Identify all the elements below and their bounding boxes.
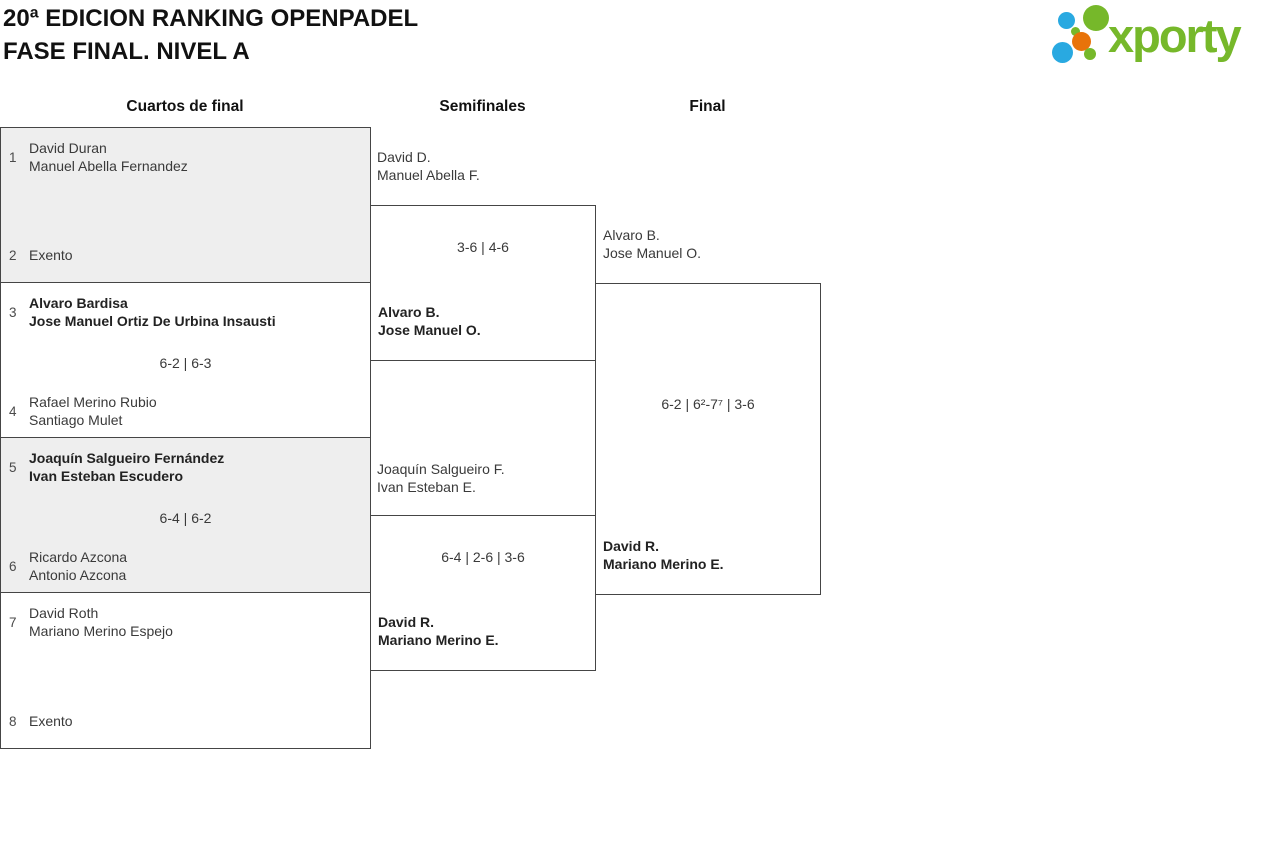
team-names: Rafael Merino Rubio Santiago Mulet [29, 393, 157, 429]
seed-number: 5 [9, 459, 17, 475]
player-name: Ivan Esteban E. [377, 479, 476, 495]
seed-number: 6 [9, 558, 17, 574]
qf3-match-box: 5 Joaquín Salgueiro Fernández Ivan Esteb… [0, 437, 371, 593]
player-name: Manuel Abella F. [377, 167, 480, 183]
player-name: Mariano Merino E. [603, 556, 724, 572]
player-name: David D. [377, 149, 431, 165]
match-score: 6-4 | 2-6 | 3-6 [441, 549, 525, 565]
seed-number: 3 [9, 304, 17, 320]
logo-dot-icon [1071, 27, 1080, 36]
team-row: 7 David Roth Mariano Merino Espejo [9, 604, 173, 640]
xporty-logo[interactable]: xporty [1048, 4, 1280, 68]
team-row: 2 Exento [9, 246, 73, 264]
player-name: David Duran [29, 140, 107, 156]
logo-dot-icon [1058, 12, 1075, 29]
page-title-line1: 20ª EDICION RANKING OPENPADEL [3, 5, 419, 32]
seed-number: 7 [9, 614, 17, 630]
player-name: Exento [29, 713, 73, 729]
page-title-line2: FASE FINAL. NIVEL A [3, 38, 250, 65]
seed-number: 1 [9, 149, 17, 165]
team-names: Exento [29, 712, 73, 730]
sf2-top-team: Joaquín Salgueiro F. Ivan Esteban E. [377, 460, 505, 496]
round-header-final: Final [689, 98, 726, 115]
team-names: David Duran Manuel Abella Fernandez [29, 139, 188, 175]
sf1-top-team: David D. Manuel Abella F. [377, 148, 480, 184]
player-name: Antonio Azcona [29, 567, 127, 583]
player-name: Rafael Merino Rubio [29, 394, 157, 410]
round-header-cuartos-de-final: Cuartos de final [126, 98, 244, 115]
seed-number: 8 [9, 713, 17, 729]
player-name: Manuel Abella Fernandez [29, 158, 188, 174]
match-score: 6-2 | 6-3 [159, 355, 212, 371]
page-title: 20ª EDICION RANKING OPENPADEL FASE FINAL… [3, 2, 418, 68]
logo-dot-icon [1052, 42, 1073, 63]
sf2-match-box: 6-4 | 2-6 | 3-6 David R. Mariano Merino … [370, 515, 596, 671]
qf4-match-box: 7 David Roth Mariano Merino Espejo 8 Exe… [0, 592, 371, 749]
team-row: 4 Rafael Merino Rubio Santiago Mulet [9, 393, 157, 429]
team-names: Exento [29, 246, 73, 264]
player-name: David Roth [29, 605, 99, 621]
team-row: 1 David Duran Manuel Abella Fernandez [9, 139, 188, 175]
match-score: 3-6 | 4-6 [457, 239, 509, 255]
seed-number: 2 [9, 247, 17, 263]
player-name: Exento [29, 247, 73, 263]
final-top-team: Alvaro B. Jose Manuel O. [603, 226, 701, 262]
sf1-bottom-team: Alvaro B. Jose Manuel O. [378, 303, 481, 339]
round-header-semifinales: Semifinales [439, 98, 526, 115]
player-name: Mariano Merino E. [378, 632, 499, 648]
logo-dot-icon [1084, 48, 1096, 60]
player-name: Santiago Mulet [29, 412, 123, 428]
player-name: Alvaro Bardisa [29, 295, 128, 311]
player-name: David R. [603, 538, 660, 554]
team-row: 6 Ricardo Azcona Antonio Azcona [9, 548, 127, 584]
player-name: Jose Manuel O. [603, 245, 702, 261]
team-row: 5 Joaquín Salgueiro Fernández Ivan Esteb… [9, 449, 224, 485]
final-bottom-team: David R. Mariano Merino E. [603, 537, 724, 573]
team-names: Ricardo Azcona Antonio Azcona [29, 548, 127, 584]
team-row: 3 Alvaro Bardisa Jose Manuel Ortiz De Ur… [9, 294, 276, 330]
match-score: 6-2 | 6²-7⁷ | 3-6 [661, 396, 755, 412]
player-name: Joaquín Salgueiro Fernández [29, 450, 225, 466]
player-name: Alvaro B. [378, 304, 440, 320]
player-name: Jose Manuel O. [378, 322, 481, 338]
qf1-match-box: 1 David Duran Manuel Abella Fernandez 2 … [0, 127, 371, 283]
player-name: Jose Manuel Ortiz De Urbina Insausti [29, 313, 276, 329]
player-name: David R. [378, 614, 435, 630]
player-name: Joaquín Salgueiro F. [377, 461, 505, 477]
logo-dot-icon [1083, 5, 1109, 31]
qf2-match-box: 3 Alvaro Bardisa Jose Manuel Ortiz De Ur… [0, 282, 371, 438]
logo-dot-icon [1072, 32, 1091, 51]
player-name: Ricardo Azcona [29, 549, 128, 565]
player-name: Mariano Merino Espejo [29, 623, 173, 639]
seed-number: 4 [9, 403, 17, 419]
player-name: Alvaro B. [603, 227, 660, 243]
sf2-bottom-team: David R. Mariano Merino E. [378, 613, 499, 649]
team-names: David Roth Mariano Merino Espejo [29, 604, 173, 640]
team-row: 8 Exento [9, 712, 73, 730]
player-name: Ivan Esteban Escudero [29, 468, 184, 484]
sf1-match-box: 3-6 | 4-6 Alvaro B. Jose Manuel O. [370, 205, 596, 361]
match-score: 6-4 | 6-2 [159, 510, 212, 526]
team-names: Alvaro Bardisa Jose Manuel Ortiz De Urbi… [29, 294, 276, 330]
final-match-box: 6-2 | 6²-7⁷ | 3-6 David R. Mariano Merin… [595, 283, 821, 595]
team-names: Joaquín Salgueiro Fernández Ivan Esteban… [29, 449, 224, 485]
logo-wordmark: xporty [1108, 9, 1242, 62]
